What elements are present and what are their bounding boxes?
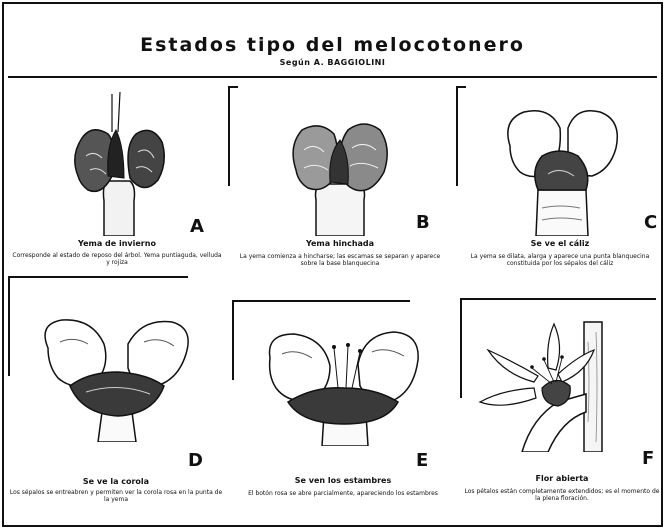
stage-letter-b: B bbox=[416, 212, 430, 233]
stage-panel-d: D Se ve la corola Los sépalos se entreab… bbox=[8, 282, 224, 503]
bud-drawing-e bbox=[268, 331, 419, 446]
stage-letter-f: F bbox=[642, 448, 655, 469]
stage-letter-e: E bbox=[416, 450, 429, 471]
stage-caption-e: Se ven los estambres bbox=[294, 476, 392, 485]
frame-line bbox=[456, 86, 458, 186]
stage-letter-d: D bbox=[188, 450, 203, 471]
stage-description-d: Los sépalos se entreabren y permiten ver… bbox=[9, 489, 223, 503]
stage-description-b: La yema comienza a hincharse; las escama… bbox=[239, 253, 441, 267]
stage-description-c: La yema se dilata, alarga y aparece una … bbox=[470, 253, 650, 267]
bud-drawing-a bbox=[74, 91, 165, 236]
page-subtitle: Según A. BAGGIOLINI bbox=[279, 58, 386, 67]
stage-letter-a: A bbox=[190, 216, 204, 237]
stage-caption-d: Se ve la corola bbox=[82, 477, 150, 486]
page-title: Estados tipo del melocotonero bbox=[140, 34, 525, 56]
frame-line bbox=[456, 86, 466, 88]
frame-line bbox=[8, 276, 10, 376]
frame-line bbox=[228, 86, 230, 186]
stage-description-e: El botón rosa se abre parcialmente, apar… bbox=[248, 490, 438, 497]
stage-panel-e: E Se ven los estambres El botón rosa se … bbox=[234, 304, 452, 497]
frame-line bbox=[228, 86, 238, 88]
bud-drawing-c bbox=[507, 110, 618, 236]
frame-line bbox=[460, 298, 462, 398]
stage-panel-c: C Se ve el cáliz La yema se dilata, alar… bbox=[460, 90, 660, 280]
stage-description-a: Corresponde al estado de reposo del árbo… bbox=[12, 252, 222, 266]
bud-drawing-b bbox=[292, 123, 388, 236]
frame-line bbox=[460, 298, 656, 300]
stage-panel-f: F Flor abierta Los pétalos están complet… bbox=[462, 302, 662, 502]
header-rule bbox=[8, 76, 657, 78]
stage-letter-c: C bbox=[644, 212, 658, 233]
frame-line bbox=[8, 276, 188, 278]
stage-description-f: Los pétalos están completamente extendid… bbox=[464, 488, 660, 502]
bud-drawing-d bbox=[44, 319, 189, 442]
stage-caption-f: Flor abierta bbox=[535, 474, 589, 483]
stage-caption-b: Yema hinchada bbox=[305, 239, 375, 248]
stage-panel-b: B Yema hinchada La yema comienza a hinch… bbox=[232, 90, 448, 280]
frame-line bbox=[232, 300, 410, 302]
stage-caption-c: Se ve el cáliz bbox=[530, 239, 590, 248]
flower-drawing-f bbox=[478, 321, 603, 452]
stage-panel-a: A Yema de invierno Corresponde al estado… bbox=[12, 86, 222, 276]
stage-caption-a: Yema de invierno bbox=[78, 239, 156, 248]
frame-line bbox=[232, 300, 234, 380]
